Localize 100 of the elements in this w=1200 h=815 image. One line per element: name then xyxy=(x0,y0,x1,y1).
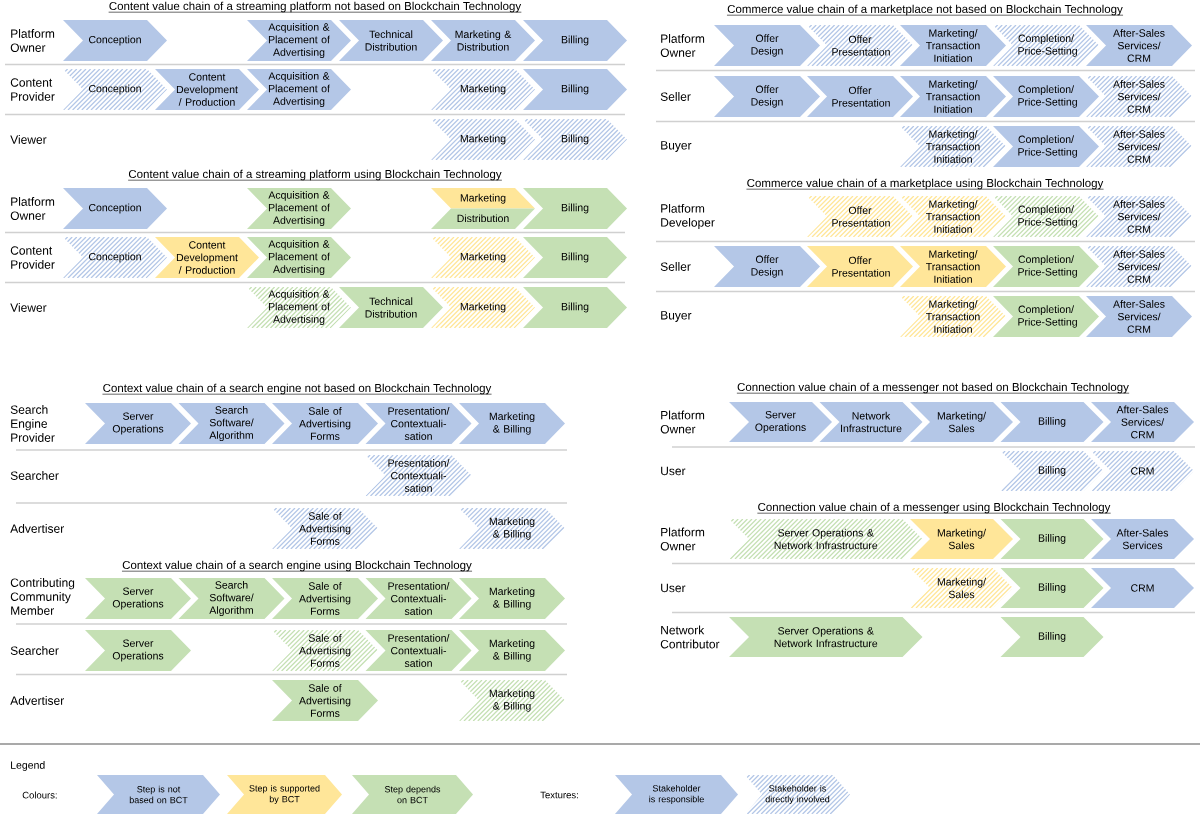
node-label: Presentation/ Contextuali- sation xyxy=(388,634,450,667)
chevron-step: Billing xyxy=(523,119,627,160)
stakeholder-label: Search Engine Provider xyxy=(10,405,55,442)
chevron-step: Sale of Advertising Forms xyxy=(272,508,378,549)
chevron-step: Billing xyxy=(523,69,627,110)
chevron-step: Offer Design xyxy=(714,25,820,66)
chevron-step: Acquisition & Placement of Advertising xyxy=(247,20,351,61)
chevron-step: Billing xyxy=(1000,568,1104,608)
node-label: Server Operations xyxy=(112,587,164,610)
chevron-step: Marketing & Billing xyxy=(459,508,565,549)
chevron-step: Billing xyxy=(523,287,627,328)
chevron-step: After-Sales Services/ CRM xyxy=(1086,126,1192,167)
chevron-step: Marketing/ Transaction Initiation xyxy=(900,25,1006,66)
chevron-step: Billing xyxy=(1000,402,1104,442)
panel-title: Context value chain of a search engine not based on Blockchain Technology xyxy=(102,383,492,395)
chevron-step: Server Operations xyxy=(729,402,832,442)
panel-title: Connection value chain of a messenger using Blockchain Technology xyxy=(757,502,1111,514)
stakeholder-label: Platform Owner xyxy=(10,29,55,52)
node-label: Marketing & Billing xyxy=(489,639,535,662)
node-label: Marketing/ Transaction Initiation xyxy=(926,250,980,283)
chevron-step: Server Operations xyxy=(85,403,191,444)
panel-title: Content value chain of a streaming platform using Blockchain Technology xyxy=(127,169,503,181)
node-label: Offer Presentation xyxy=(832,256,890,277)
chevron-step: Offer Presentation xyxy=(807,246,913,287)
chevron-step: Completion/ Price-Setting xyxy=(993,76,1099,117)
node-label: Technical Distribution xyxy=(365,30,417,51)
chevron-step: Search Software/ Algorithm xyxy=(178,578,285,619)
chevron-step: Offer Design xyxy=(714,76,820,117)
legend-chevron: Step is supported by BCT xyxy=(227,775,342,814)
node-label: Acquisition & Placement of Advertising xyxy=(268,72,330,107)
stakeholder-label: Viewer xyxy=(10,135,47,144)
legend-chevron: Stakeholder is directly involved xyxy=(745,775,850,814)
stakeholder-label: Platform Owner xyxy=(660,410,705,434)
chevron-step: Server Operations & Network Infrastructure xyxy=(729,519,923,559)
chevron-step: Sale of Advertising Forms xyxy=(272,680,378,721)
chevron-step: Completion/ Price-Setting xyxy=(993,296,1099,337)
stakeholder-label: Platform Developer xyxy=(661,203,715,230)
node-label: Presentation/ Contextuali- sation xyxy=(388,582,450,615)
chevron-step: After-Sales Services/ CRM xyxy=(1091,402,1194,442)
chevron-step: Billing xyxy=(1000,519,1104,559)
chevron-step: Marketing & Billing xyxy=(459,578,565,619)
chevron-step: Content Development / Production xyxy=(155,237,259,278)
stakeholder-label: Searcher xyxy=(10,471,59,480)
chevron-step: Marketing & Billing xyxy=(459,630,565,671)
chevron-step: Acquisition & Placement of Advertising xyxy=(247,69,351,110)
node-label: Presentation/ Contextuali- sation xyxy=(388,407,450,440)
chevron-step: Sale of Advertising Forms xyxy=(272,403,378,444)
node-label: Offer Presentation xyxy=(832,86,890,107)
chevron-step: Network Infrastructure xyxy=(819,402,923,442)
stakeholder-label: Viewer xyxy=(10,303,47,312)
legend-group-label: Textures: xyxy=(540,791,578,799)
chevron-step: Presentation/ Contextuali- sation xyxy=(365,578,472,619)
chevron-step: Offer Presentation xyxy=(807,76,913,117)
node-label: Marketing & Billing xyxy=(489,412,535,435)
node-label: Server Operations xyxy=(112,412,164,435)
chevron-step: After-Sales Services/ CRM xyxy=(1086,196,1192,237)
stakeholder-label: Seller xyxy=(660,262,691,271)
node-label: Search Software/ Algorithm xyxy=(209,581,254,616)
stakeholder-label: Platform Owner xyxy=(660,34,705,57)
chevron-step: Marketing/ Transaction Initiation xyxy=(900,246,1006,287)
panel-title: Commerce value chain of a marketplace using Blockchain Technology xyxy=(746,178,1104,190)
legend-chevron: Step is not based on BCT xyxy=(97,775,220,814)
stakeholder-label: Advertiser xyxy=(10,524,64,533)
chevron-step: After-Sales Services/ CRM xyxy=(1086,246,1192,287)
chevron-step: Marketing & Billing xyxy=(459,680,565,721)
stakeholder-label: Contributing Community Member xyxy=(10,578,75,615)
chevron-step: Billing xyxy=(1000,617,1104,657)
chevron-step: Server Operations xyxy=(85,630,191,671)
chevron-step: Billing xyxy=(523,188,627,229)
chevron-step: Acquisition & Placement of Advertising xyxy=(247,188,351,229)
stakeholder-label: Searcher xyxy=(10,646,59,655)
chevron-step: Marketing & Billing xyxy=(459,403,565,444)
chevron-step: After-Sales Services/ CRM xyxy=(1086,76,1192,117)
panel-title: Commerce value chain of a marketplace not based on Blockchain Technology xyxy=(726,4,1124,16)
chevron-step: Sale of Advertising Forms xyxy=(272,578,378,619)
chevron-step: Marketing/ Transaction Initiation xyxy=(900,76,1006,117)
node-label: Sale of Advertising Forms xyxy=(299,407,351,440)
chevron-step: Technical Distribution xyxy=(339,287,443,328)
legend-group-label: Colours: xyxy=(22,791,57,799)
node-label: Marketing/ Transaction Initiation xyxy=(926,80,980,113)
chevron-step: Server Operations & Network Infrastructure xyxy=(729,617,923,657)
chevron-step: After-Sales Services/ CRM xyxy=(1086,296,1192,337)
stakeholder-label: Platform Owner xyxy=(10,197,55,220)
node-label: Marketing & Billing xyxy=(489,587,535,610)
chevron-step: Conception xyxy=(63,188,167,229)
chevron-step: Billing xyxy=(523,237,627,278)
panel-title: Connection value chain of a messenger not based on Blockchain Technology xyxy=(736,382,1130,394)
legend-chevron: Stakeholder is responsible xyxy=(615,775,738,814)
chevron-step: Completion/ Price-Setting xyxy=(993,246,1099,287)
chevron-step: Completion/ Price-Setting xyxy=(993,126,1099,167)
chevron-step: Search Software/ Algorithm xyxy=(178,403,285,444)
chevron-step: Marketing/ Transaction Initiation xyxy=(900,196,1006,237)
node-label: Billing xyxy=(561,35,589,46)
stakeholder-label: Content Provider xyxy=(10,246,55,269)
chevron-step: Distribution xyxy=(431,208,535,229)
panel-title: Context value chain of a search engine using Blockchain Technology xyxy=(121,560,473,572)
chevron-step: Presentation/ Contextuali- sation xyxy=(365,403,472,444)
chevron-step: Billing xyxy=(1000,451,1104,491)
stakeholder-label: Advertiser xyxy=(10,696,64,705)
node-label: Sale of Advertising Forms xyxy=(299,582,351,615)
